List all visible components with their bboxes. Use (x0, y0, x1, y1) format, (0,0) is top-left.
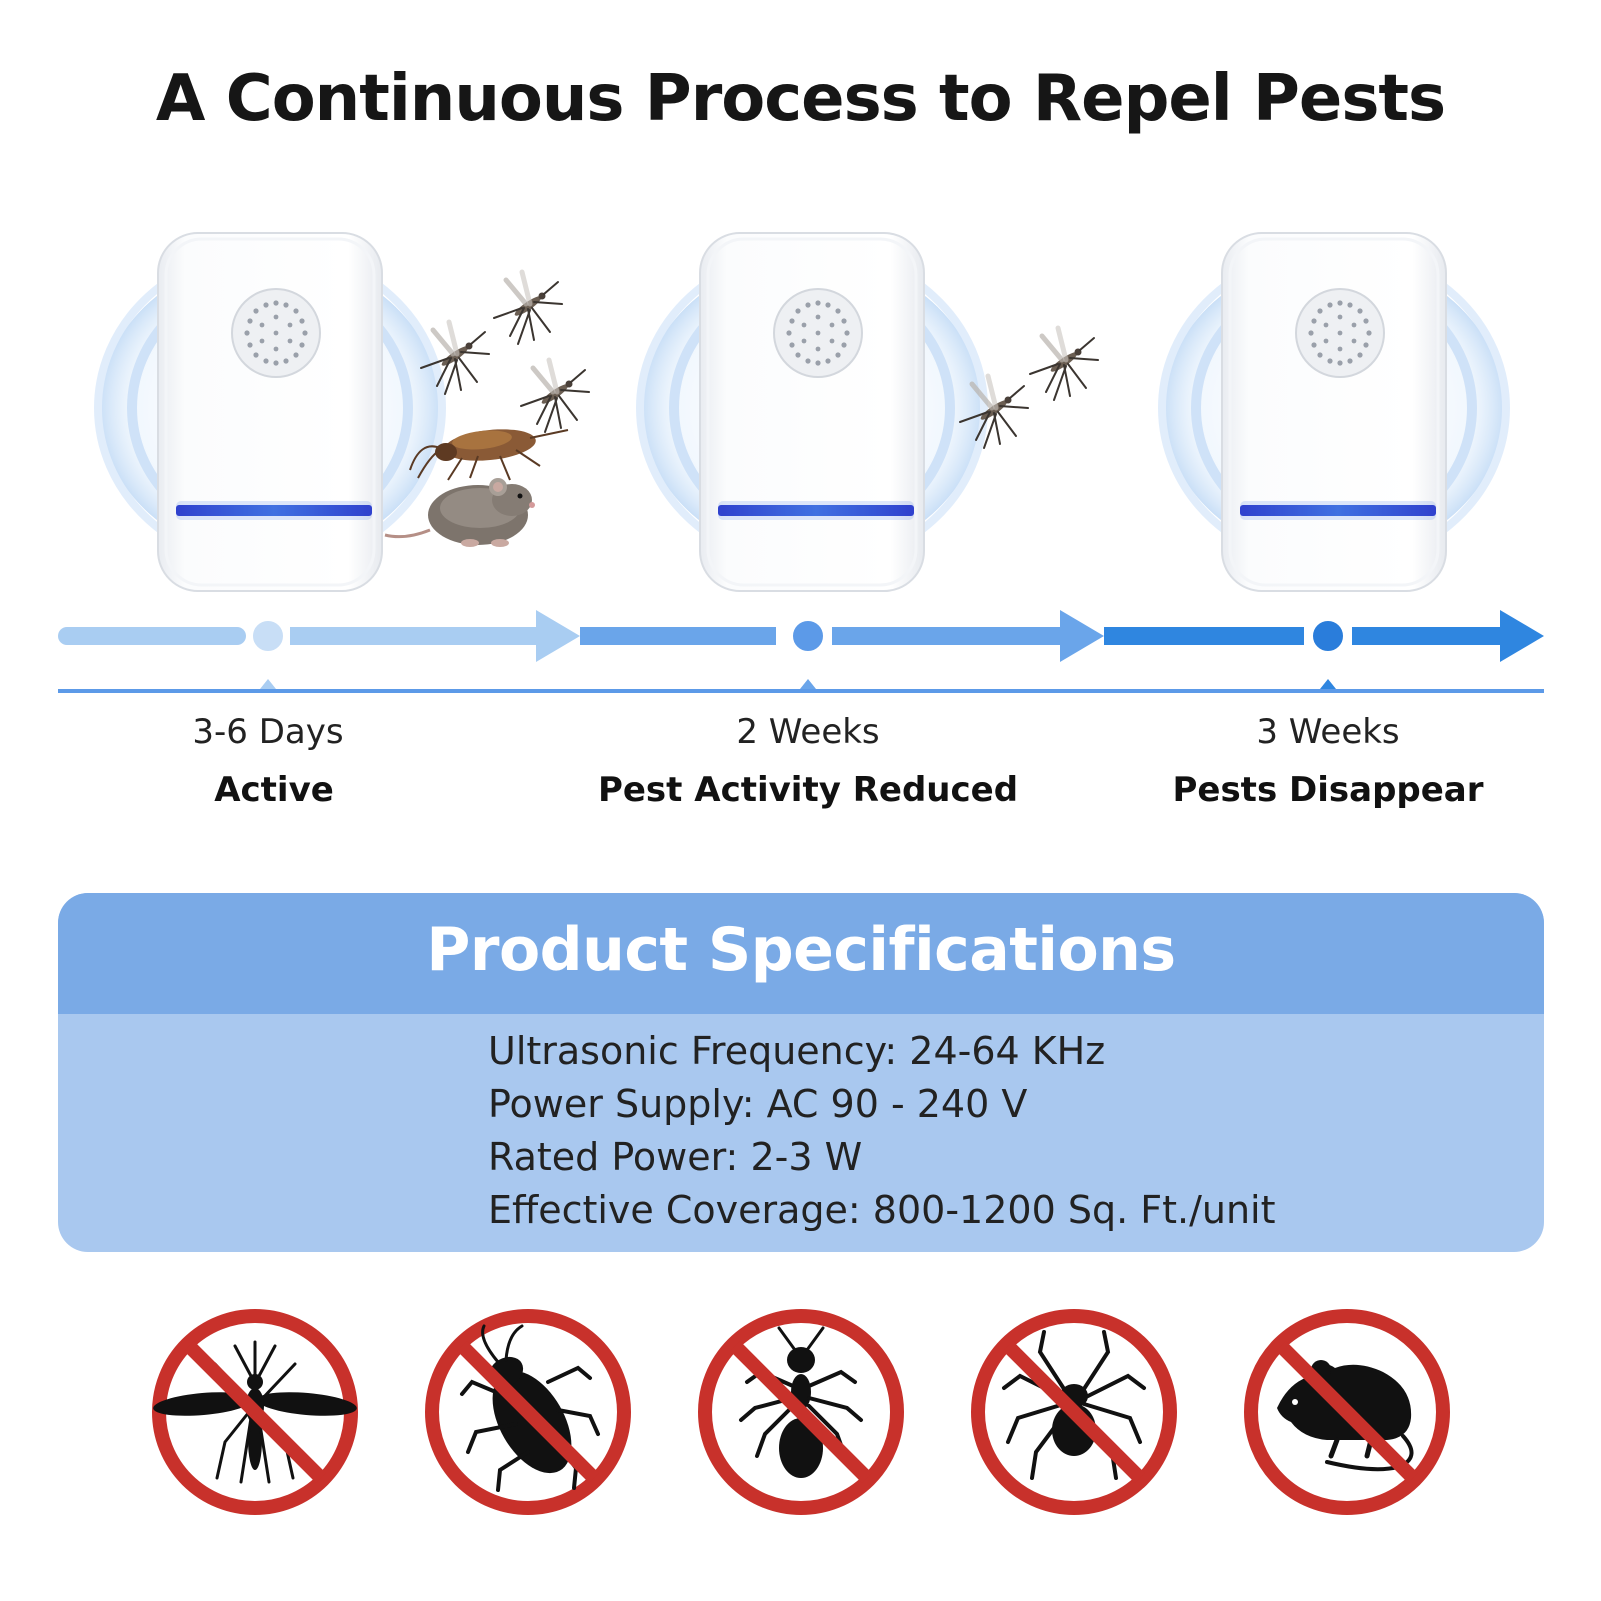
spec-title: Product Specifications (426, 915, 1176, 985)
spec-item: Ultrasonic Frequency: 24-64 KHz (488, 1029, 1106, 1073)
spec-list: Ultrasonic Frequency: 24-64 KHz Power Su… (488, 1025, 1276, 1237)
spec-panel: Product Specifications Ultrasonic Freque… (58, 893, 1544, 1252)
page-title: A Continuous Process to Repel Pests (155, 62, 1446, 136)
mosquito-icon (152, 1309, 358, 1515)
spec-item: Rated Power: 2-3 W (488, 1135, 863, 1179)
cockroach-illustration (409, 429, 569, 481)
mosquito-illustration (521, 360, 589, 432)
stage-3-time: 3 Weeks (1256, 712, 1400, 752)
spec-header: Product Specifications (58, 893, 1544, 1014)
repeller-device-2 (640, 233, 984, 591)
repeller-device-3 (1162, 233, 1506, 591)
ant-icon (698, 1309, 904, 1515)
spider-icon (971, 1309, 1177, 1515)
stage-2-time: 2 Weeks (736, 712, 880, 752)
mouse-icon (1244, 1309, 1450, 1515)
spec-item: Effective Coverage: 800-1200 Sq. Ft./uni… (488, 1188, 1276, 1232)
spec-item: Power Supply: AC 90 - 240 V (488, 1082, 1028, 1126)
stage-2-status: Pest Activity Reduced (597, 770, 1019, 810)
stage-3-status: Pests Disappear (1172, 770, 1484, 810)
mouse-illustration (384, 478, 535, 547)
stage-1-time: 3-6 Days (192, 712, 344, 752)
timeline (58, 610, 1544, 693)
cockroach-icon (425, 1309, 631, 1515)
stage-1-status: Active (214, 770, 334, 810)
mosquito-illustration (494, 272, 562, 344)
mosquito-illustration (1030, 328, 1098, 400)
process-illustration (58, 0, 1544, 693)
